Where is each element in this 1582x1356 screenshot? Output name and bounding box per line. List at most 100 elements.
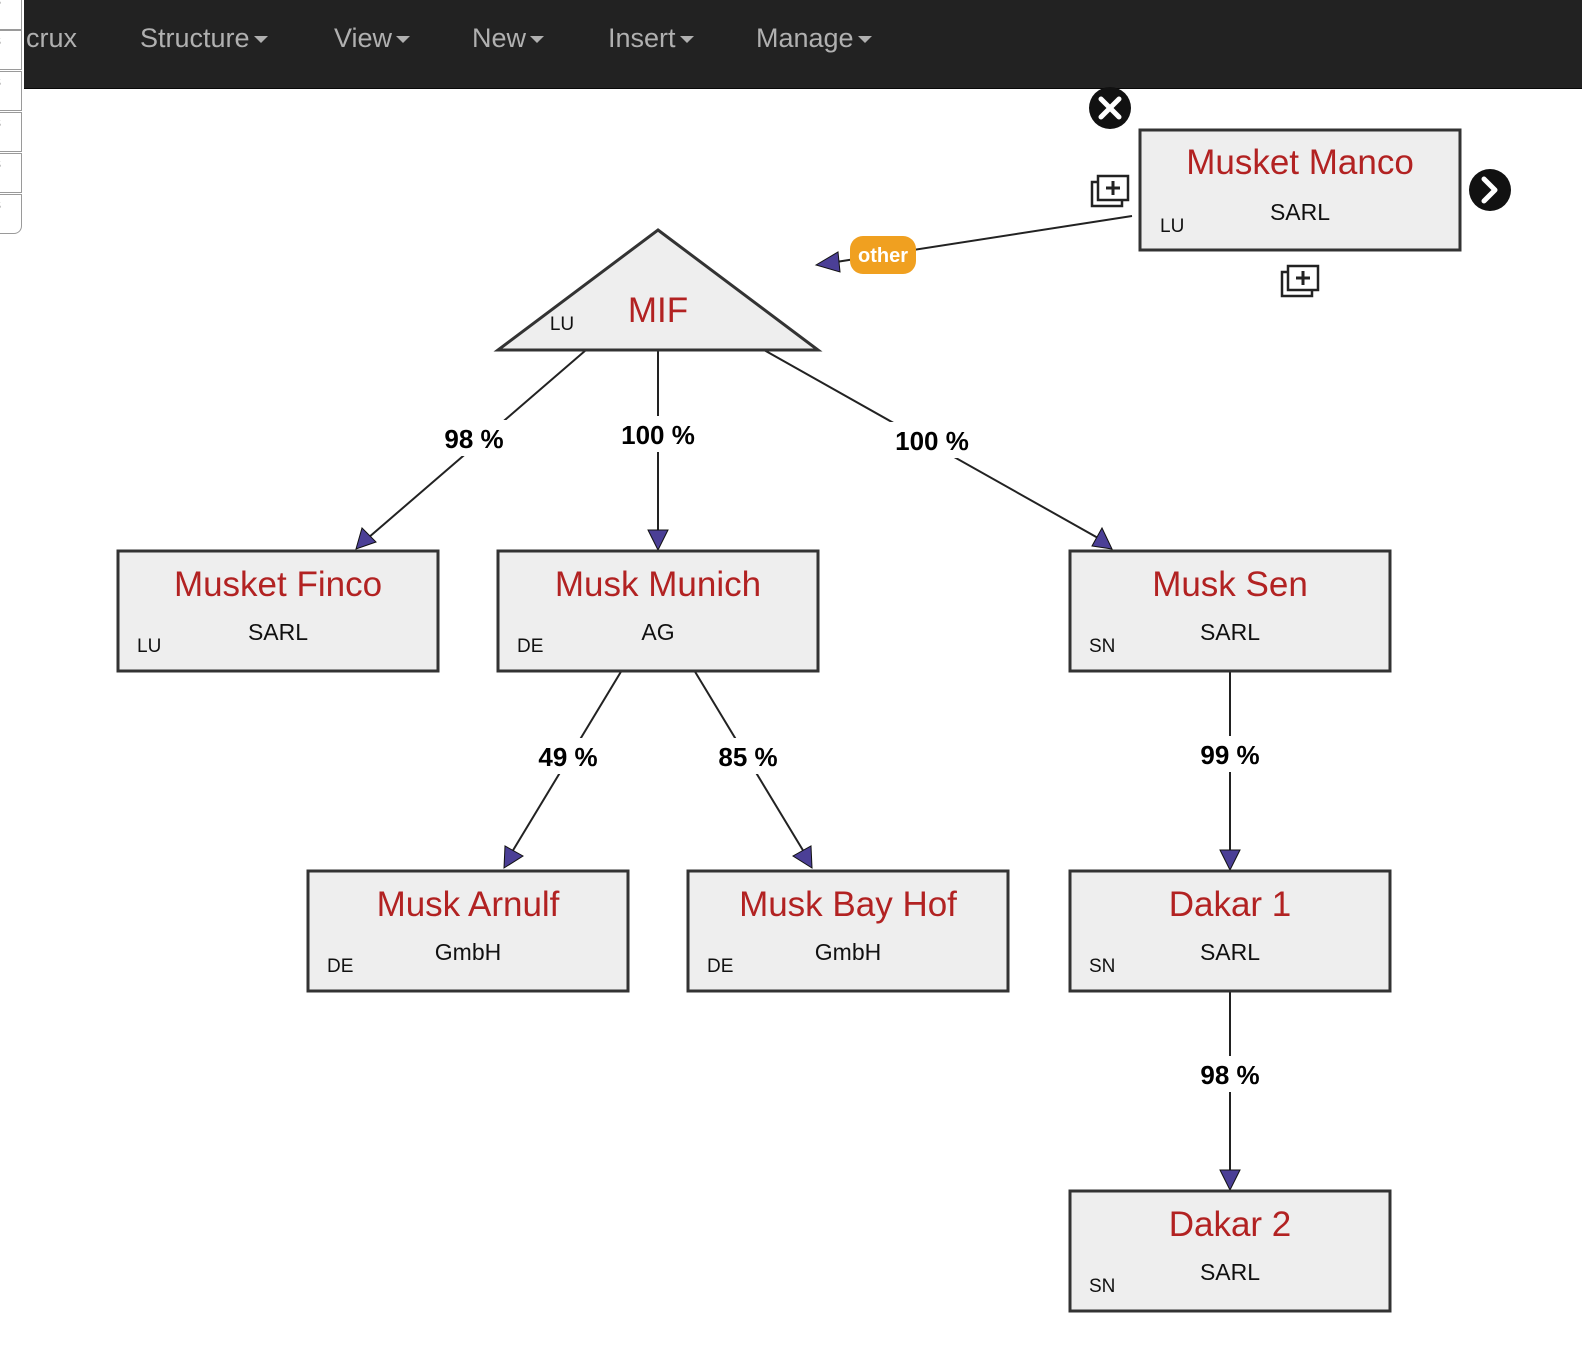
- edge-munich-arnulf: 49 %: [503, 669, 623, 869]
- node-mif[interactable]: MIF LU: [493, 228, 823, 352]
- node-name: Musk Munich: [555, 565, 761, 604]
- node-name: Dakar 1: [1169, 885, 1292, 924]
- node-country: DE: [707, 956, 733, 977]
- edge-label: 49 %: [538, 742, 597, 772]
- edge-label-bg: [430, 420, 516, 456]
- arrow-head: [1219, 1169, 1241, 1192]
- node-box: [306, 869, 630, 993]
- node-box: [1068, 869, 1392, 993]
- menu-manage-label: Manage: [756, 23, 854, 53]
- caret-down-icon: [857, 36, 872, 44]
- arrow-head: [355, 527, 377, 550]
- node-name: MIF: [628, 291, 688, 330]
- node-country: SN: [1089, 956, 1115, 977]
- menu-view-label: View: [334, 23, 393, 53]
- node-dakar-2[interactable]: Dakar 2 SARL SN: [1068, 1189, 1392, 1313]
- chevron-circle: [1469, 169, 1511, 211]
- menu-insert[interactable]: Insert: [608, 0, 694, 76]
- node-country: DE: [517, 636, 543, 657]
- node-box: [1138, 128, 1462, 252]
- add-parent-icon[interactable]: [1090, 174, 1130, 208]
- node-type: GmbH: [435, 939, 501, 965]
- node-musk-sen[interactable]: Musk Sen SARL SN: [1068, 549, 1392, 673]
- close-stroke: [1098, 96, 1122, 120]
- node-country: SN: [1089, 1276, 1115, 1297]
- brand-link[interactable]: crux: [26, 0, 77, 76]
- node-musket-finco[interactable]: Musket Finco SARL LU: [116, 549, 440, 673]
- node-country: LU: [550, 314, 574, 335]
- top-navbar: crux Structure View New Insert Manage: [24, 0, 1582, 89]
- chevron-stroke: [1481, 176, 1498, 204]
- edge-sen-dakar1: 99 %: [1186, 670, 1274, 872]
- node-box: [1068, 1189, 1392, 1313]
- node-musk-munich[interactable]: Musk Munich AG DE: [496, 549, 820, 673]
- menu-structure[interactable]: Structure: [140, 0, 268, 76]
- edge-mif-sen: 100 %: [763, 349, 1113, 550]
- arrow-head: [1091, 526, 1113, 550]
- edge-dakar1-dakar2: 98 %: [1186, 992, 1274, 1192]
- side-tab[interactable]: s: [0, 112, 22, 152]
- arrow-head: [792, 845, 813, 869]
- brand-label: crux: [26, 23, 78, 53]
- node-type: SARL: [1200, 1259, 1260, 1285]
- node-box: [496, 549, 820, 673]
- node-country: DE: [327, 956, 353, 977]
- edge-label-bg: [1186, 736, 1274, 772]
- edge-munich-bayhof: 85 %: [693, 669, 813, 869]
- edge-type-badge[interactable]: other: [850, 236, 916, 274]
- node-country: SN: [1089, 636, 1115, 657]
- menu-structure-label: Structure: [140, 23, 250, 53]
- node-triangle: [493, 228, 823, 352]
- arrow-head: [814, 251, 841, 273]
- node-type: SARL: [1200, 619, 1260, 645]
- edge-label-bg: [526, 738, 610, 774]
- arrow-head: [1219, 849, 1241, 872]
- edge-label: 85 %: [718, 742, 777, 772]
- node-type: AG: [641, 619, 674, 645]
- edge-label-bg: [706, 738, 790, 774]
- node-country: LU: [1160, 216, 1184, 237]
- node-type: SARL: [1200, 939, 1260, 965]
- menu-manage[interactable]: Manage: [756, 0, 872, 76]
- caret-down-icon: [530, 36, 545, 44]
- menu-new-label: New: [472, 23, 527, 53]
- node-name: Musket Finco: [174, 565, 382, 604]
- caret-down-icon: [396, 36, 411, 44]
- node-musk-bay-hof[interactable]: Musk Bay Hof GmbH DE: [686, 869, 1010, 993]
- edge-label: 98 %: [444, 424, 503, 454]
- node-box: [116, 549, 440, 673]
- menu-insert-label: Insert: [608, 23, 676, 53]
- side-tab[interactable]: s: [0, 30, 22, 70]
- caret-down-icon: [679, 36, 694, 44]
- side-tab[interactable]: s: [0, 194, 22, 234]
- node-name: Musk Bay Hof: [739, 885, 957, 924]
- node-musk-arnulf[interactable]: Musk Arnulf GmbH DE: [306, 869, 630, 993]
- edge-label-bg: [884, 422, 980, 458]
- side-tab[interactable]: s: [0, 0, 22, 30]
- edge-label: 99 %: [1200, 740, 1259, 770]
- arrow-head: [647, 529, 669, 552]
- node-box: [1068, 549, 1392, 673]
- node-name: Musket Manco: [1186, 143, 1414, 182]
- node-dakar-1[interactable]: Dakar 1 SARL SN: [1068, 869, 1392, 993]
- add-child-icon[interactable]: [1280, 264, 1320, 298]
- edge-label: 98 %: [1200, 1060, 1259, 1090]
- side-tab-strip: s s s s s s: [0, 0, 24, 240]
- node-type: GmbH: [815, 939, 881, 965]
- close-icon[interactable]: [1089, 87, 1131, 129]
- edge-mif-finco: 98 %: [355, 349, 587, 550]
- node-type: SARL: [248, 619, 308, 645]
- side-tab[interactable]: s: [0, 153, 22, 193]
- node-name: Musk Arnulf: [377, 885, 560, 924]
- node-type: SARL: [1270, 199, 1330, 225]
- edge-mif-munich: 100 %: [610, 350, 706, 552]
- menu-new[interactable]: New: [472, 0, 545, 76]
- node-box: [686, 869, 1010, 993]
- edge-label: 100 %: [895, 426, 969, 456]
- side-tab[interactable]: s: [0, 71, 22, 111]
- menu-view[interactable]: View: [334, 0, 411, 76]
- edge-label-bg: [610, 416, 706, 452]
- chevron-right-icon[interactable]: [1469, 169, 1511, 211]
- node-musket-manco[interactable]: Musket Manco SARL LU: [1138, 128, 1462, 252]
